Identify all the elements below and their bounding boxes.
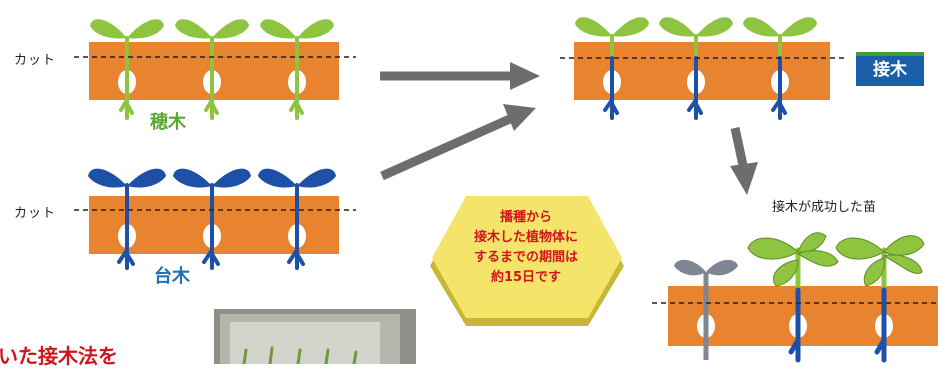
- arrow-scion-to-graft: [380, 62, 540, 90]
- seedling-photo: [214, 309, 416, 364]
- rootstock-leaves: [88, 168, 336, 188]
- cut-label-top: カット: [14, 53, 57, 68]
- withered-seedling: [674, 259, 738, 360]
- bottom-partial-heading: いた接木法を: [0, 344, 118, 368]
- scion-label: 穂木: [150, 112, 186, 133]
- period-line-3: するまでの期間は: [473, 250, 578, 265]
- rootstock-label: 台木: [154, 266, 190, 287]
- graft-badge: 接木: [856, 52, 924, 86]
- arrow-graft-to-success: [730, 127, 758, 195]
- success-seedling-label: 接木が成功した苗: [772, 200, 877, 215]
- grown-seedlings: [747, 232, 925, 363]
- scion-leaves: [90, 19, 334, 39]
- period-hexagon: [430, 196, 624, 326]
- grafted-leaves: [575, 17, 817, 37]
- period-text: 播種から 接木した植物体に するまでの期間は 約15日です: [452, 208, 600, 288]
- rootstock-seedlings: [117, 183, 305, 270]
- scion-seedlings: [119, 36, 304, 120]
- period-line-1: 播種から: [499, 210, 552, 225]
- period-line-2: 接木した植物体に: [473, 230, 578, 245]
- cut-label-bottom: カット: [14, 206, 57, 221]
- arrow-rootstock-to-graft: [380, 104, 536, 181]
- period-line-4: 約15日です: [490, 270, 562, 285]
- grafted-stems: [603, 34, 787, 120]
